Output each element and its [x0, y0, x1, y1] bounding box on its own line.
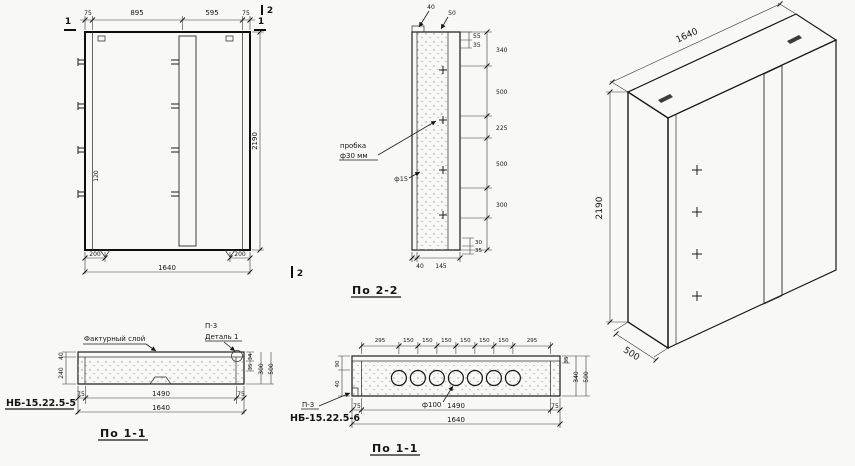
dim-label: 35 — [564, 356, 570, 363]
iso-left-face — [627, 90, 669, 350]
dim-label: 35 — [473, 42, 481, 49]
facing-label: Фактурный слой — [84, 335, 145, 343]
dim-label: 200 — [89, 251, 101, 258]
iso-dowel-crosses — [692, 165, 702, 301]
dim-label: 150 — [403, 338, 414, 344]
section-2-mark: 2 — [297, 269, 303, 279]
joint-channel — [178, 35, 197, 247]
dim-total: 1640 — [152, 404, 170, 412]
section-2-2-view: 40 50 пробка ф30 мм ф15 340 500 225 500 … — [339, 4, 508, 298]
dim-label: 240 — [58, 367, 65, 379]
dim-label: 225 — [496, 125, 508, 132]
dim-label: 30 — [475, 240, 482, 246]
dim-label: 295 — [527, 338, 538, 344]
dim-total: 1640 — [447, 416, 465, 424]
dim-label: 1490 — [152, 390, 170, 398]
dim-label: 295 — [375, 338, 386, 344]
dim-label: 340 — [496, 47, 508, 54]
hook-marks-left — [77, 58, 86, 198]
dim-label: 595 — [205, 9, 218, 17]
iso-dim-height: 2190 — [595, 196, 605, 219]
section-2-mark: 2 — [267, 6, 273, 16]
dim-label: 145 — [435, 263, 447, 270]
dim-label: 895 — [130, 9, 143, 17]
iso-socket-left — [658, 94, 673, 103]
dim-label: 75 — [77, 391, 85, 398]
dim-label: 300 — [496, 202, 508, 209]
dim-label: 150 — [422, 338, 433, 344]
node-label: П-3 — [205, 322, 217, 330]
detail-label: Деталь 1 — [205, 333, 238, 341]
hole-label: ф100 — [422, 401, 441, 409]
dim-label: 34 — [248, 353, 254, 360]
dim-label: 75 — [551, 403, 559, 410]
dim-label: 120 — [93, 170, 100, 182]
dim-label: 50 — [448, 10, 456, 17]
dim-label: 40 — [416, 263, 424, 270]
panel-edge-lines — [92, 32, 243, 250]
view-title: По 1-1 — [372, 442, 418, 455]
section-1-mark: 1 — [258, 17, 264, 27]
dim-label: 500 — [496, 89, 508, 96]
dim-label: 55 — [473, 33, 481, 40]
dowel-crosses — [439, 66, 447, 219]
dim-label: 75 — [84, 10, 92, 17]
dim-label: 500 — [583, 371, 590, 383]
dim-label: 40 — [58, 352, 65, 360]
section-1-1-view-a: Фактурный слой П-3 Деталь 1 40 240 34 35… — [5, 322, 275, 441]
dim-label: 1490 — [447, 402, 465, 410]
dim-label: 300 — [258, 363, 265, 375]
iso-front-face — [667, 39, 837, 349]
isometric-view: 1640 2190 500 — [595, 1, 838, 363]
front-elevation-view: 75 895 595 75 2190 120 200 200 1640 1 1 … — [64, 5, 303, 279]
facing-layer — [77, 351, 245, 358]
dim-total: 1640 — [158, 264, 176, 272]
dim-label: 75 — [353, 403, 361, 410]
dim-label: 150 — [441, 338, 452, 344]
dim-label: 35 — [475, 248, 482, 254]
hook-marks-channel — [171, 59, 179, 197]
iso-top-face — [626, 13, 838, 119]
iso-joint-channel — [763, 65, 783, 305]
node-label: П-3 — [302, 401, 314, 409]
dim-label: 40 — [335, 380, 341, 387]
iso-socket-right — [787, 35, 802, 44]
facing-layer — [351, 355, 561, 362]
dim-label: 150 — [479, 338, 490, 344]
part-number: НБ-15.22.5-5 — [6, 398, 76, 409]
view-title: По 2-2 — [352, 284, 398, 297]
dim-label: 150 — [460, 338, 471, 344]
dim-label: 500 — [268, 363, 275, 375]
section-1-1-view-b: 295 150 150 150 150 150 150 295 ф100 П-3… — [290, 338, 590, 456]
dim-label: 90 — [335, 360, 341, 367]
dim-height: 2190 — [251, 132, 259, 150]
dim-label: 200 — [234, 251, 246, 258]
dim-label: 75 — [237, 391, 245, 398]
plug-label: пробка — [340, 142, 366, 150]
facing-layer — [411, 31, 418, 251]
support-mark-left — [99, 249, 111, 258]
dim-label: 500 — [496, 161, 508, 168]
bottom-notch — [149, 376, 172, 385]
support-mark-right — [224, 249, 236, 258]
dim-label: 340 — [573, 371, 580, 383]
section-1-mark: 1 — [65, 17, 71, 27]
part-number: НБ-15.22.5-6 — [290, 413, 360, 424]
dim-label: 35 — [248, 363, 254, 370]
panel-outline — [84, 31, 251, 251]
plug-label: ф30 мм — [340, 152, 368, 160]
dim-label: 40 — [427, 4, 435, 11]
dim-label: 75 — [242, 10, 250, 17]
dim-label: 150 — [498, 338, 509, 344]
hole-label: ф15 — [394, 175, 408, 183]
lifting-sockets — [97, 35, 234, 42]
view-title: По 1-1 — [100, 427, 146, 440]
void-holes — [390, 369, 522, 387]
